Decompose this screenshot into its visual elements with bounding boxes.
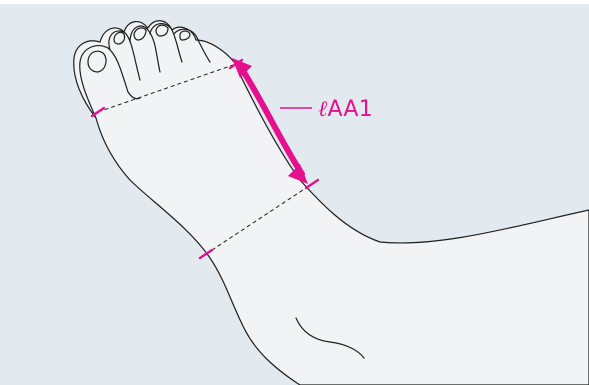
foot-diagram — [0, 4, 589, 385]
measurement-label-code: AA1 — [327, 97, 373, 122]
measurement-label: ℓAA1 — [318, 99, 373, 121]
